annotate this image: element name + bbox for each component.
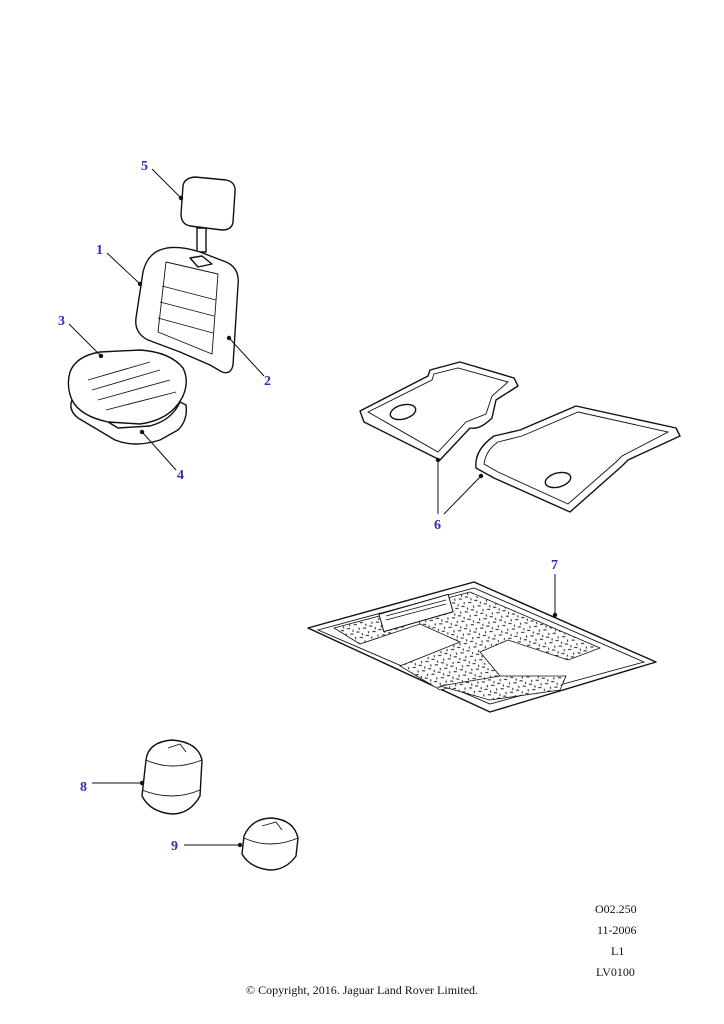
diagram-date: 11-2006 [597, 923, 637, 937]
callout-9: 9 [171, 839, 178, 854]
callout-6: 6 [434, 518, 441, 533]
callout-5: 5 [141, 159, 148, 174]
headrest [180, 176, 236, 253]
diagram-code: O02.250 [595, 902, 637, 916]
diagram-model: LV0100 [596, 965, 635, 979]
leader-lines [68, 168, 558, 848]
copyright-notice: © Copyright, 2016. Jaguar Land Rover Lim… [245, 983, 479, 997]
seat-cushion [67, 349, 188, 445]
callout-8: 8 [80, 780, 87, 795]
callout-3: 3 [58, 314, 65, 329]
gear-knob-small [241, 817, 299, 871]
floor-mat-left [359, 361, 519, 461]
callout-2: 2 [264, 374, 271, 389]
loadspace-mat [307, 581, 657, 713]
diagram-level: L1 [611, 944, 625, 958]
callout-1: 1 [96, 243, 103, 258]
floor-mat-right [475, 405, 681, 513]
gear-knob [141, 739, 203, 815]
callout-7: 7 [551, 558, 558, 573]
callout-4: 4 [177, 468, 184, 483]
seat-back [135, 246, 239, 374]
